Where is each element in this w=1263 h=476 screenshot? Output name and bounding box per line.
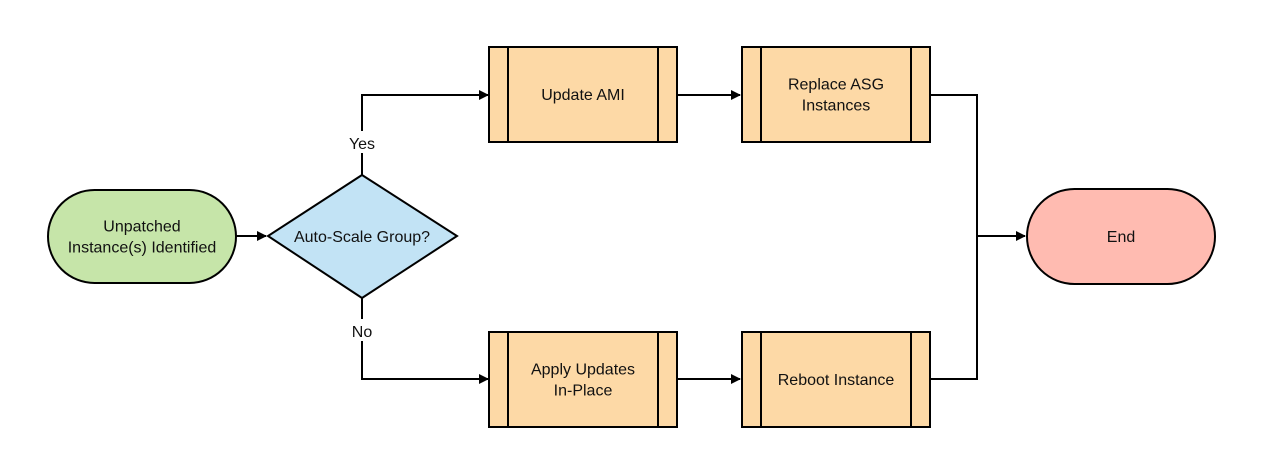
node-replace-asg: Replace ASG Instances xyxy=(741,46,931,143)
label-line: Update AMI xyxy=(541,87,625,104)
node-end: End xyxy=(1026,188,1216,285)
process-apply-updates-shape xyxy=(488,331,678,428)
terminal-end-shape xyxy=(1026,188,1216,285)
label-line: Instance(s) Identified xyxy=(68,240,217,257)
node-update-ami: Update AMI xyxy=(488,46,678,143)
node-decision-label: Auto-Scale Group? xyxy=(294,229,430,246)
process-update-ami-shape xyxy=(488,46,678,143)
edge-replace-asg-to-merge xyxy=(930,94,978,236)
label-line: Unpatched xyxy=(103,219,180,236)
process-reboot-shape xyxy=(741,331,931,428)
label-line: Reboot Instance xyxy=(778,372,895,389)
terminal-start-shape xyxy=(47,189,237,284)
edge-label-no: No xyxy=(352,324,373,341)
label-line: End xyxy=(1107,229,1135,246)
node-update-ami-label: Update AMI xyxy=(541,87,625,104)
edge-label-yes: Yes xyxy=(349,136,375,153)
no-label-background xyxy=(348,319,376,341)
process-replace-asg-shape xyxy=(741,46,931,143)
label-line: Instances xyxy=(802,98,870,115)
yes-label-background xyxy=(346,131,380,153)
edge-decision-yes-to-update-ami xyxy=(361,90,489,175)
node-decision: Auto-Scale Group? xyxy=(266,173,459,300)
label-line: Auto-Scale Group? xyxy=(294,229,430,246)
node-reboot: Reboot Instance xyxy=(741,331,931,428)
edge-reboot-to-merge xyxy=(930,236,978,380)
label-line: Replace ASG xyxy=(788,77,884,94)
label-line: In-Place xyxy=(554,383,613,400)
node-replace-asg-label: Replace ASG Instances xyxy=(788,77,884,115)
node-end-label: End xyxy=(1107,229,1135,246)
decision-diamond-shape xyxy=(266,173,459,300)
edge-decision-no-to-apply-updates xyxy=(361,298,489,384)
node-reboot-label: Reboot Instance xyxy=(778,372,895,389)
label-line: Apply Updates xyxy=(531,362,635,379)
